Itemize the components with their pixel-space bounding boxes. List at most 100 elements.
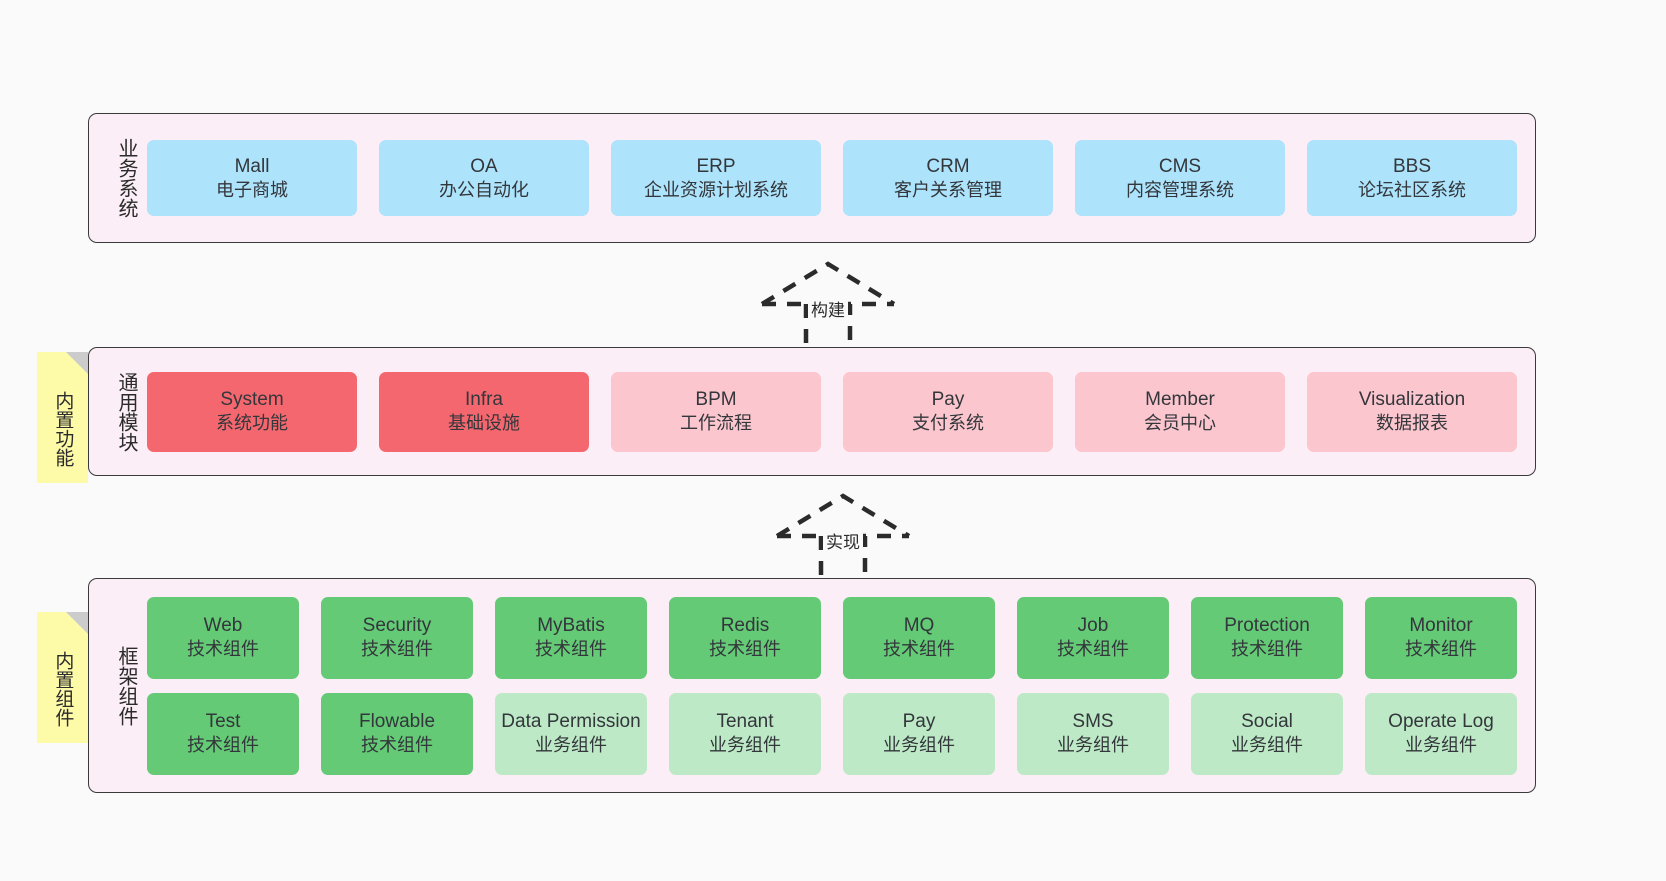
card-redis[interactable]: Redis 技术组件 [669,596,821,679]
card-monitor[interactable]: Monitor 技术组件 [1365,596,1517,679]
card-title-en: Job [1077,615,1109,637]
card-bpm[interactable]: BPM 工作流程 [611,371,821,452]
card-pay-business[interactable]: Pay 业务组件 [843,692,995,775]
card-pay[interactable]: Pay 支付系统 [843,371,1053,452]
sticky-note-label: 内置功能 [52,390,74,467]
card-security[interactable]: Security 技术组件 [321,596,473,679]
card-operate-log[interactable]: Operate Log 业务组件 [1365,692,1517,775]
card-title-en: Social [1241,711,1293,733]
card-infra[interactable]: Infra 基础设施 [379,371,589,452]
card-title-cn: 业务组件 [1231,735,1303,756]
card-title-cn: 业务组件 [883,735,955,756]
card-row: System 系统功能 Infra 基础设施 BPM 工作流程 Pay 支付系统… [147,371,1517,452]
card-title-en: Pay [902,711,936,733]
card-title-en: Protection [1224,615,1310,637]
card-oa[interactable]: OA 办公自动化 [379,140,589,216]
card-title-en: System [220,389,284,411]
layer-body-framework-components: Web 技术组件 Security 技术组件 MyBatis 技术组件 Redi… [137,579,1535,792]
card-title-en: Visualization [1358,389,1466,411]
card-title-cn: 技术组件 [1057,639,1129,660]
card-title-cn: 论坛社区系统 [1358,179,1466,200]
card-title-cn: 技术组件 [535,639,607,660]
card-mq[interactable]: MQ 技术组件 [843,596,995,679]
card-mall[interactable]: Mall 电子商城 [147,140,357,216]
card-title-en: Security [362,615,432,637]
card-test[interactable]: Test 技术组件 [147,692,299,775]
card-title-en: CMS [1158,155,1202,177]
layer-business-systems: 业务系统 Mall 电子商城 OA 办公自动化 ERP 企业资源计划系统 CRM… [88,113,1536,243]
card-title-cn: 系统功能 [216,413,288,434]
card-title-cn: 支付系统 [912,413,984,434]
layer-body-business-systems: Mall 电子商城 OA 办公自动化 ERP 企业资源计划系统 CRM 客户关系… [137,114,1535,242]
card-title-cn: 技术组件 [361,639,433,660]
card-protection[interactable]: Protection 技术组件 [1191,596,1343,679]
card-bbs[interactable]: BBS 论坛社区系统 [1307,140,1517,216]
layer-framework-components: 框架组件 Web 技术组件 Security 技术组件 MyBatis 技术组件… [88,578,1536,793]
card-title-cn: 业务组件 [1057,735,1129,756]
card-title-en: OA [470,155,498,177]
layer-title-common-modules: 通用模块 [115,371,137,452]
card-title-en: Data Permission [501,711,641,733]
card-mybatis[interactable]: MyBatis 技术组件 [495,596,647,679]
connector-build-arrow: 构建 [748,258,908,358]
card-title-en: Infra [464,389,504,411]
card-title-en: MyBatis [537,615,605,637]
card-system[interactable]: System 系统功能 [147,371,357,452]
card-title-en: Web [203,615,243,637]
card-title-en: Operate Log [1388,711,1494,733]
card-job[interactable]: Job 技术组件 [1017,596,1169,679]
layer-body-common-modules: System 系统功能 Infra 基础设施 BPM 工作流程 Pay 支付系统… [137,348,1535,475]
card-title-en: Mall [234,155,270,177]
card-member[interactable]: Member 会员中心 [1075,371,1285,452]
card-title-cn: 技术组件 [883,639,955,660]
card-title-en: BPM [695,389,737,411]
card-cms[interactable]: CMS 内容管理系统 [1075,140,1285,216]
card-row: Mall 电子商城 OA 办公自动化 ERP 企业资源计划系统 CRM 客户关系… [147,140,1517,216]
card-title-cn: 业务组件 [535,735,607,756]
card-social[interactable]: Social 业务组件 [1191,692,1343,775]
card-flowable[interactable]: Flowable 技术组件 [321,692,473,775]
card-data-permission[interactable]: Data Permission 业务组件 [495,692,647,775]
layer-common-modules: 通用模块 System 系统功能 Infra 基础设施 BPM 工作流程 Pay… [88,347,1536,476]
connector-implement-label: 实现 [823,528,863,553]
card-title-en: Tenant [716,711,774,733]
connector-implement-arrow: 实现 [763,490,923,590]
card-row: Test 技术组件 Flowable 技术组件 Data Permission … [147,692,1517,775]
card-title-cn: 业务组件 [1405,735,1477,756]
card-title-en: Member [1145,389,1215,411]
card-title-cn: 数据报表 [1376,413,1448,434]
build-arrow-icon [760,261,896,353]
sticky-note-builtin-features: 内置功能 [37,352,88,483]
card-title-cn: 工作流程 [680,413,752,434]
card-tenant[interactable]: Tenant 业务组件 [669,692,821,775]
card-title-cn: 内容管理系统 [1126,179,1234,200]
sticky-note-label: 内置组件 [52,650,74,727]
card-title-cn: 业务组件 [709,735,781,756]
card-title-cn: 技术组件 [709,639,781,660]
card-title-en: Flowable [358,711,436,733]
card-erp[interactable]: ERP 企业资源计划系统 [611,140,821,216]
card-title-en: MQ [903,615,935,637]
card-title-cn: 基础设施 [448,413,520,434]
card-title-en: SMS [1072,711,1114,733]
card-title-cn: 电子商城 [216,179,288,200]
card-title-en: Monitor [1409,615,1473,637]
card-title-cn: 技术组件 [1231,639,1303,660]
card-title-cn: 技术组件 [187,639,259,660]
card-title-cn: 技术组件 [1405,639,1477,660]
card-row: Web 技术组件 Security 技术组件 MyBatis 技术组件 Redi… [147,596,1517,679]
layer-title-framework-components: 框架组件 [115,645,137,726]
card-title-en: BBS [1392,155,1432,177]
card-title-cn: 技术组件 [187,735,259,756]
implement-arrow-icon [775,493,911,585]
card-title-en: Test [205,711,241,733]
card-crm[interactable]: CRM 客户关系管理 [843,140,1053,216]
card-visualization[interactable]: Visualization 数据报表 [1307,371,1517,452]
card-title-en: ERP [696,155,736,177]
card-title-cn: 客户关系管理 [894,179,1002,200]
card-sms[interactable]: SMS 业务组件 [1017,692,1169,775]
card-web[interactable]: Web 技术组件 [147,596,299,679]
card-title-cn: 技术组件 [361,735,433,756]
card-title-en: CRM [926,155,970,177]
